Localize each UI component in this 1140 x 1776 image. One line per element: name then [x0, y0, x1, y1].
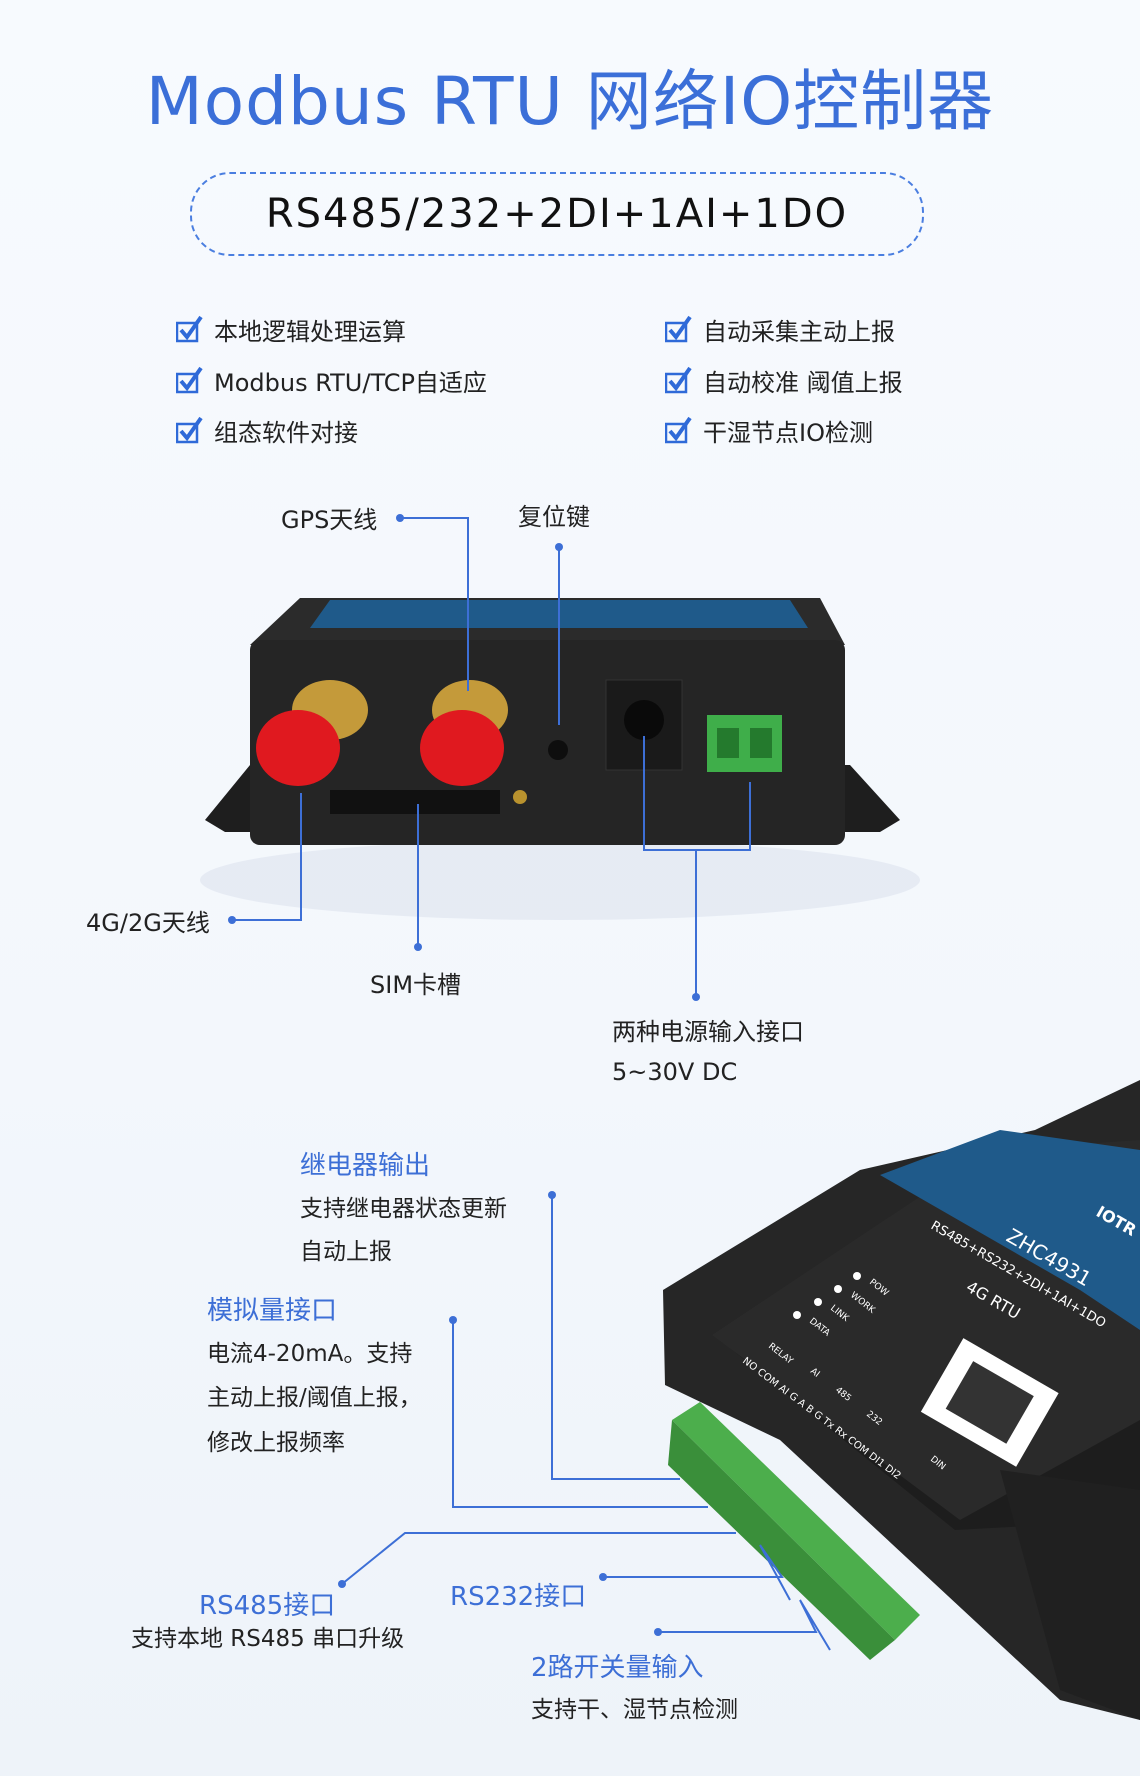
feature-item: Modbus RTU/TCP自适应 [176, 363, 487, 398]
device-front-image [200, 598, 920, 920]
feature-text: 组态软件对接 [214, 419, 358, 447]
feature-item: 本地逻辑处理运算 [176, 312, 406, 347]
spec-badge: RS485/232+2DI+1AI+1DO [190, 172, 924, 256]
power-input-label: 两种电源输入接口 [612, 1018, 804, 1046]
power-range-label: 5~30V DC [612, 1058, 738, 1086]
checkbox-icon [665, 366, 692, 393]
page-title: Modbus RTU 网络IO控制器 [145, 63, 995, 140]
relay-title: 继电器输出 [300, 1151, 431, 1181]
antenna-right [420, 680, 508, 786]
analog-title: 模拟量接口 [207, 1296, 338, 1326]
callout-dots [228, 514, 700, 1636]
feature-item: 自动校准 阈值上报 [665, 363, 903, 398]
feature-text: 干湿节点IO检测 [703, 419, 873, 447]
gps-antenna-label: GPS天线 [281, 506, 378, 534]
checkbox-icon [176, 416, 203, 443]
antenna-left [256, 680, 368, 786]
sim-slot-label: SIM卡槽 [370, 971, 462, 999]
relay-desc: 支持继电器状态更新 [300, 1196, 507, 1222]
checkbox-icon [176, 315, 203, 342]
feature-item: 自动采集主动上报 [665, 312, 895, 347]
feature-item: 组态软件对接 [176, 413, 358, 448]
feature-text: 自动校准 阈值上报 [703, 369, 903, 397]
reset-key-label: 复位键 [518, 503, 590, 531]
rs232-title: RS232接口 [450, 1582, 587, 1612]
feature-text: Modbus RTU/TCP自适应 [214, 369, 487, 397]
feature-text: 自动采集主动上报 [703, 318, 895, 346]
analog-desc: 修改上报频率 [207, 1430, 345, 1456]
callout-lines [232, 517, 831, 1651]
di-title: 2路开关量输入 [531, 1653, 704, 1683]
feature-text: 本地逻辑处理运算 [214, 318, 406, 346]
feature-item: 干湿节点IO检测 [665, 413, 873, 448]
rs485-desc: 支持本地 RS485 串口升级 [131, 1626, 405, 1652]
cellular-antenna-label: 4G/2G天线 [86, 909, 210, 937]
checkbox-icon [665, 416, 692, 443]
analog-desc: 主动上报/阈值上报， [207, 1385, 422, 1411]
spec-text: RS485/232+2DI+1AI+1DO [265, 191, 849, 237]
rs485-title: RS485接口 [199, 1591, 336, 1621]
relay-desc: 自动上报 [300, 1239, 392, 1265]
checkbox-icon [176, 366, 203, 393]
analog-desc: 电流4-20mA。支持 [207, 1341, 413, 1367]
checkbox-icon [665, 315, 692, 342]
device-terminal-image [663, 1080, 1140, 1720]
di-desc: 支持干、湿节点检测 [531, 1697, 738, 1723]
